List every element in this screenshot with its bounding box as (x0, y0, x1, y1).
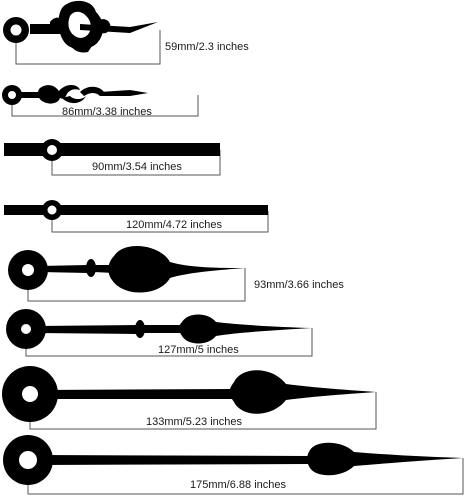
clock-hand-2 (2, 85, 199, 117)
hand-size-label-8: 175mm/6.88 inches (190, 479, 286, 491)
hand-size-label-2: 86mm/3.38 inches (62, 106, 152, 118)
hand-size-label-1: 59mm/2.3 inches (165, 41, 249, 53)
measure-bracket-1 (15, 30, 161, 65)
hand-size-label-7: 133mm/5.23 inches (146, 416, 242, 428)
measure-bracket-4 (51, 211, 269, 233)
clock-hand-5 (8, 245, 246, 302)
hand-size-label-3: 90mm/3.54 inches (92, 161, 182, 173)
hand-size-label-4: 120mm/4.72 inches (126, 219, 222, 231)
clock-hand-1 (3, 0, 161, 65)
hand-size-label-5: 93mm/3.66 inches (254, 279, 344, 291)
clock-hand-8 (3, 435, 464, 495)
clock-hand-7 (2, 366, 377, 430)
hand-size-label-6: 127mm/5 inches (158, 344, 239, 356)
measure-bracket-2 (11, 95, 199, 117)
measure-bracket-3 (51, 150, 221, 176)
clock-hand-4 (4, 200, 269, 233)
clock-hand-3 (4, 139, 221, 176)
clock-hand-6 (6, 309, 313, 357)
